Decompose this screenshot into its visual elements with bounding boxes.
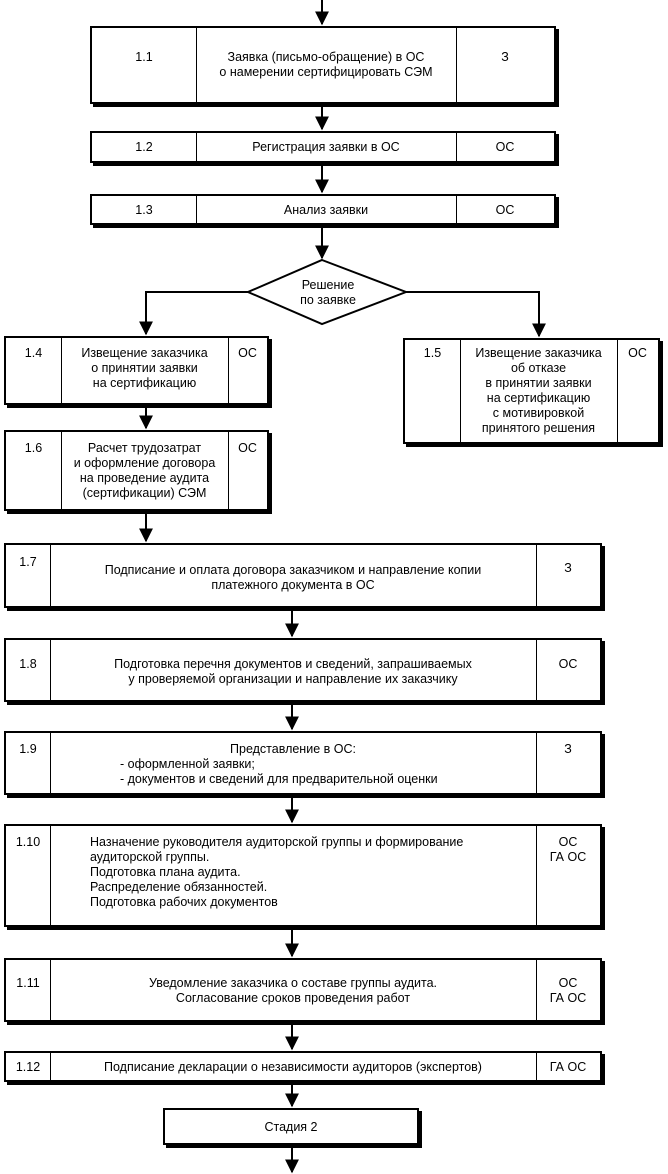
- step-1-9: 1.9 Представление в ОС: - оформленной за…: [4, 731, 602, 795]
- step-1-2-responsible: ОС: [495, 140, 515, 154]
- step-1-3-text: Анализ заявки: [283, 203, 369, 217]
- step-1-2-text: Регистрация заявки в ОС: [252, 140, 400, 154]
- step-1-1-text: Заявка (письмо-обращение) в ОС о намерен…: [219, 50, 433, 79]
- step-1-8: 1.8 Подготовка перечня документов и свед…: [4, 638, 602, 702]
- step-1-2-number: 1.2: [135, 140, 153, 154]
- step-1-8-number: 1.8: [19, 657, 37, 671]
- step-1-1: 1.1 Заявка (письмо-обращение) в ОС о нам…: [90, 26, 556, 104]
- step-1-12: 1.12 Подписание декларации о независимос…: [4, 1051, 602, 1082]
- step-1-11: 1.11 Уведомление заказчика о составе гру…: [4, 958, 602, 1022]
- step-1-6-text: Расчет трудозатрат и оформление договора…: [73, 441, 216, 500]
- step-1-8-text: Подготовка перечня документов и сведений…: [114, 657, 472, 686]
- step-1-8-responsible: ОС: [558, 657, 578, 671]
- step-1-10-text: Назначение руководителя аудиторской груп…: [90, 835, 464, 909]
- step-1-7-responsible: З: [564, 561, 572, 575]
- step-1-12-number: 1.12: [15, 1060, 41, 1074]
- step-1-7-text: Подписание и оплата договора заказчиком …: [104, 563, 482, 592]
- step-1-9-text: - оформленной заявки; - документов и све…: [120, 757, 438, 786]
- step-1-3: 1.3 Анализ заявки ОС: [90, 194, 556, 225]
- stage-2-box: Стадия 2: [163, 1108, 419, 1145]
- step-1-10: 1.10 Назначение руководителя аудиторской…: [4, 824, 602, 927]
- step-1-2: 1.2 Регистрация заявки в ОС ОС: [90, 131, 556, 163]
- step-1-7: 1.7 Подписание и оплата договора заказчи…: [4, 543, 602, 608]
- step-1-5-responsible: ОС: [628, 346, 647, 360]
- step-1-1-responsible: З: [501, 50, 509, 64]
- stage-2-label: Стадия 2: [264, 1119, 318, 1134]
- step-1-5-number: 1.5: [423, 346, 442, 360]
- step-1-11-number: 1.11: [16, 976, 40, 990]
- step-1-4-number: 1.4: [24, 346, 43, 360]
- decision-diamond: [245, 258, 409, 326]
- step-1-9-number: 1.9: [19, 742, 37, 756]
- decision-label: Решение по заявке: [300, 278, 356, 307]
- step-1-10-number: 1.10: [15, 835, 41, 849]
- step-1-4: 1.4 Извещение заказчика о принятии заявк…: [4, 336, 269, 405]
- step-1-11-text: Уведомление заказчика о составе группы а…: [148, 976, 438, 1005]
- step-1-4-text: Извещение заказчика о принятии заявки на…: [81, 346, 208, 390]
- step-1-3-responsible: ОС: [495, 203, 515, 217]
- step-1-11-responsible: ОС ГА ОС: [549, 976, 587, 1005]
- step-1-6: 1.6 Расчет трудозатрат и оформление дого…: [4, 430, 269, 511]
- arrow-decision-to-1-5: [406, 291, 546, 338]
- step-1-12-text: Подписание декларации о независимости ау…: [104, 1060, 482, 1074]
- step-1-1-number: 1.1: [135, 50, 153, 64]
- step-1-6-number: 1.6: [24, 441, 43, 455]
- step-1-12-responsible: ГА ОС: [549, 1060, 587, 1074]
- step-1-7-number: 1.7: [19, 555, 37, 569]
- step-1-5: 1.5 Извещение заказчика об отказе в прин…: [403, 338, 660, 444]
- arrow-decision-to-1-4: [139, 291, 248, 336]
- step-1-9-title: Представление в ОС:: [230, 742, 356, 756]
- step-1-10-responsible: ОС ГА ОС: [549, 835, 587, 864]
- step-1-5-text: Извещение заказчика об отказе в принятии…: [475, 346, 602, 435]
- step-1-9-responsible: З: [564, 742, 572, 756]
- step-1-3-number: 1.3: [135, 203, 153, 217]
- step-1-6-responsible: ОС: [238, 441, 257, 455]
- step-1-4-responsible: ОС: [238, 346, 257, 360]
